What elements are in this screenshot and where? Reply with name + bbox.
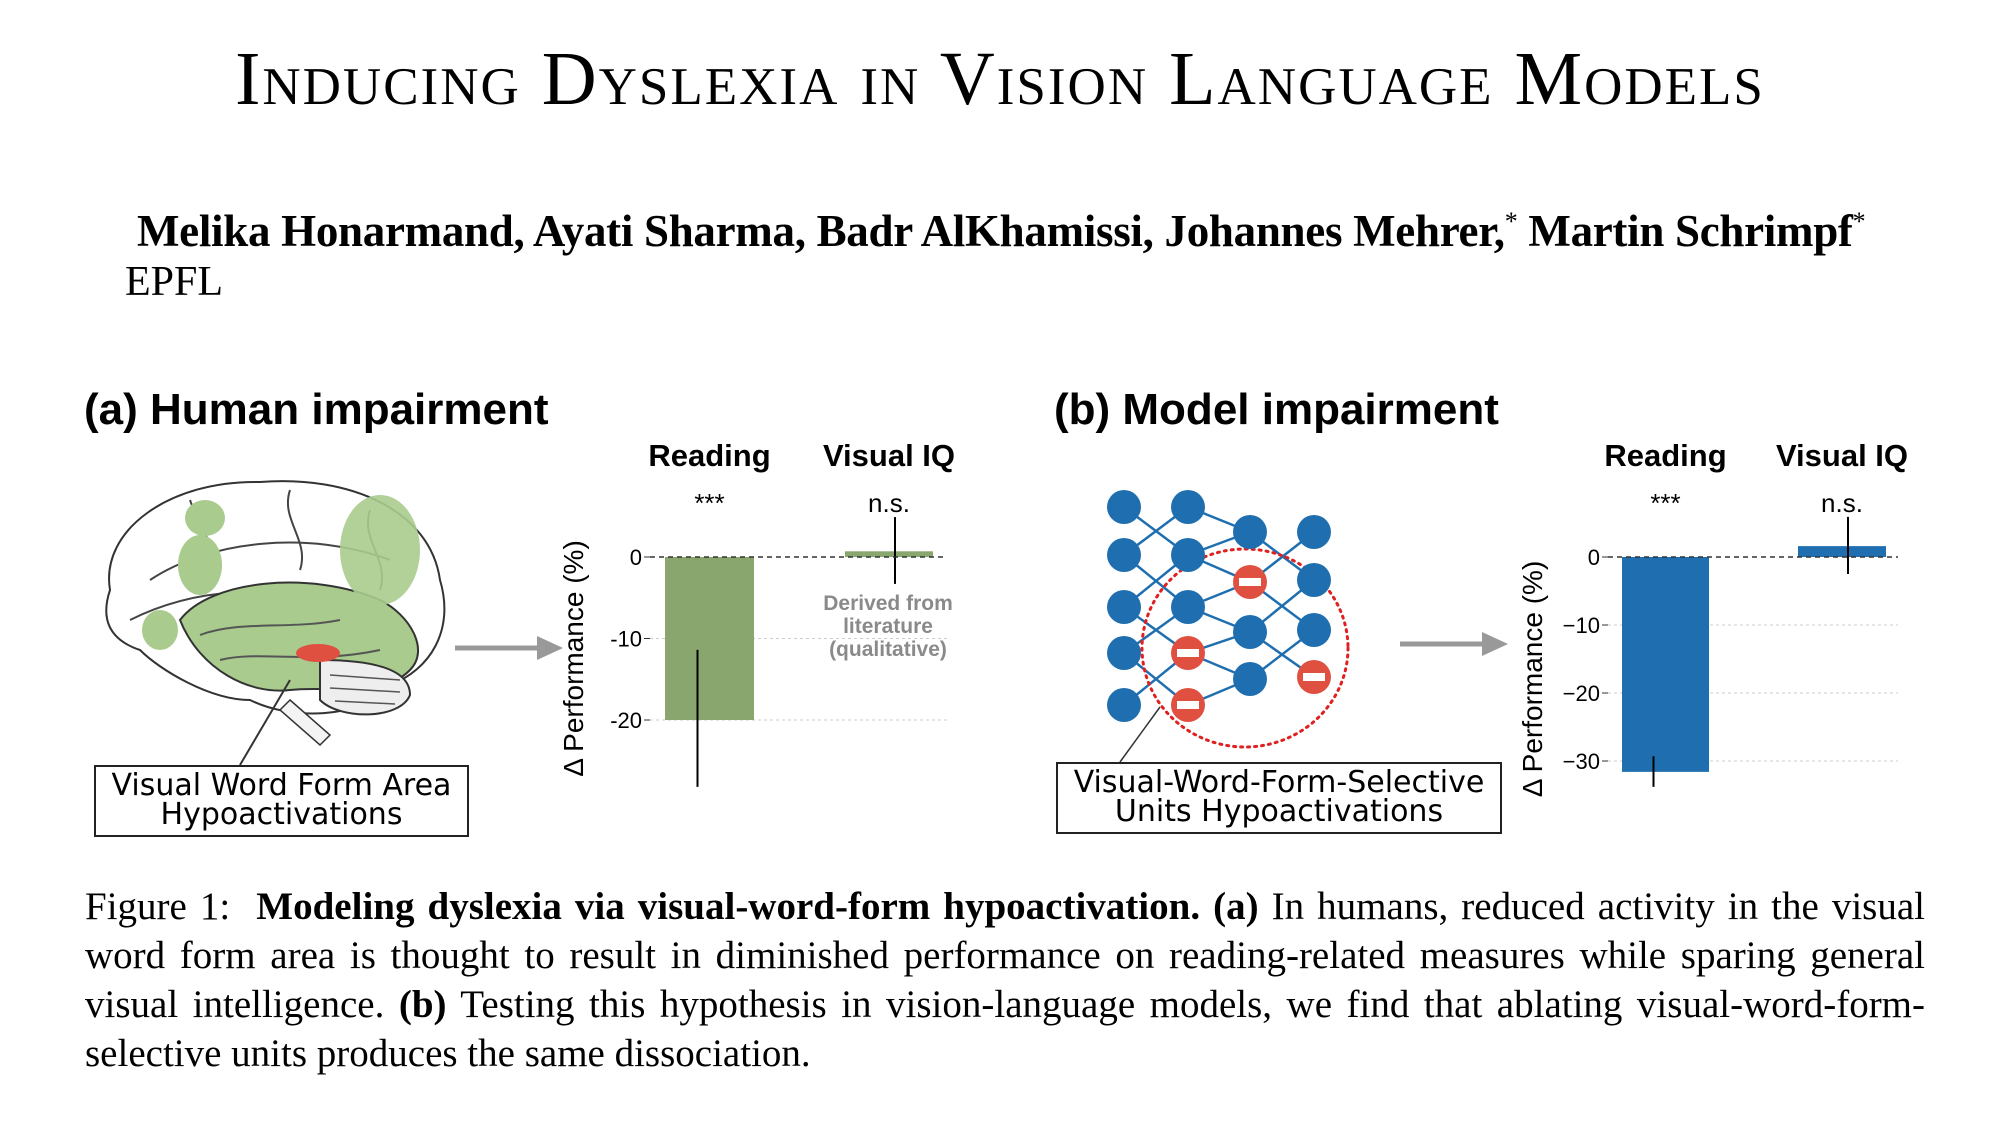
network-unit: [1107, 636, 1141, 670]
minus-icon: [1177, 649, 1199, 657]
category-label: Reading: [1604, 438, 1726, 473]
minus-icon: [1303, 673, 1325, 681]
minus-icon: [1239, 578, 1261, 586]
human-impairment-chart: 0 -10 -20 Δ Performance (%) Reading *** Visual…: [558, 438, 955, 787]
author-list: Melika Honarmand, Ayati Sharma, Badr AlK…: [137, 205, 1866, 257]
significance-label: n.s.: [1821, 488, 1863, 518]
network-unit: [1297, 563, 1331, 597]
network-unit: [1233, 662, 1267, 696]
arrow-right-icon: [1400, 632, 1508, 656]
significance-label: ***: [1650, 488, 1680, 518]
y-tick-label: −30: [1563, 749, 1600, 774]
figure-caption: Figure 1: Modeling dyslexia via visual-w…: [85, 882, 1925, 1078]
caption-a-text: In humans, reduced activity in the visua…: [85, 885, 1925, 1026]
selective-units-region: [1140, 547, 1350, 749]
category-label: Visual IQ: [1776, 438, 1908, 473]
network-unit: [1107, 490, 1141, 524]
caption-b-text: Testing this hypothesis in vision-langua…: [85, 983, 1926, 1075]
minus-icon: [1177, 701, 1199, 709]
network-unit: [1107, 590, 1141, 624]
y-tick-label: −10: [1563, 613, 1600, 638]
model-impairment-chart: 0 −10 −20 −30 Δ Performance (%) Reading *** Vis…: [1517, 438, 1908, 798]
network-unit: [1297, 613, 1331, 647]
literature-annotation: Derived from: [823, 592, 953, 615]
network-unit: [1171, 590, 1205, 624]
panel-b-heading: (b) Model impairment: [1054, 385, 1499, 434]
brain-illustration: [105, 480, 446, 766]
y-tick-label: 0: [1588, 545, 1600, 570]
y-tick-label: -20: [610, 708, 642, 733]
units-label-line1: Visual-Word-Form-Selective: [1073, 765, 1485, 800]
caption-label: Figure 1:: [85, 885, 231, 928]
author-last: Martin Schrimpf: [1528, 206, 1853, 256]
network-illustration: [1107, 490, 1350, 763]
caption-a-marker: (a): [1213, 885, 1259, 928]
category-label: Visual IQ: [823, 438, 955, 473]
arrow-right-icon: [455, 636, 563, 660]
literature-annotation: literature: [843, 615, 933, 638]
y-axis-label: Δ Performance (%): [1517, 561, 1548, 798]
y-tick-label: -10: [610, 627, 642, 652]
significance-label: n.s.: [868, 488, 910, 518]
network-unit: [1107, 688, 1141, 722]
bar-reading: [665, 557, 754, 720]
authors-main: Melika Honarmand, Ayati Sharma, Badr AlK…: [137, 206, 1505, 256]
caption-title: Modeling dyslexia via visual-word-form h…: [256, 885, 1201, 928]
bar-visual-iq: [845, 551, 933, 557]
network-unit: [1171, 538, 1205, 572]
literature-annotation: (qualitative): [829, 638, 947, 661]
paper-title: Inducing Dyslexia in Vision Language Mod…: [235, 37, 1765, 121]
panel-a-heading: (a) Human impairment: [84, 385, 549, 434]
vwfa-highlight: [296, 644, 340, 662]
network-unit: [1297, 515, 1331, 549]
network-unit: [1233, 615, 1267, 649]
bar-visual-iq: [1798, 546, 1886, 557]
vwfa-label-box: Visual Word Form Area Hypoactivations: [94, 765, 469, 837]
units-label-line2: Units Hypoactivations: [1114, 794, 1444, 829]
caption-b-marker: (b): [398, 983, 447, 1026]
network-unit: [1107, 538, 1141, 572]
category-label: Reading: [648, 438, 770, 473]
y-tick-label: −20: [1563, 681, 1600, 706]
network-unit: [1171, 490, 1205, 524]
bar-reading: [1622, 557, 1709, 772]
vwfa-label-line1: Visual Word Form Area: [111, 768, 452, 803]
vwfa-label-line2: Hypoactivations: [160, 797, 403, 832]
y-axis-label: Δ Performance (%): [558, 540, 589, 777]
equal-contribution-mark: *: [1852, 207, 1866, 236]
affiliation: EPFL: [125, 259, 224, 305]
callout-line: [1119, 706, 1161, 763]
y-tick-label: 0: [630, 545, 642, 570]
significance-label: ***: [694, 488, 724, 518]
equal-contribution-mark: *: [1504, 207, 1518, 236]
units-label-box: Visual-Word-Form-Selective Units Hypoact…: [1056, 762, 1502, 834]
network-unit: [1233, 515, 1267, 549]
